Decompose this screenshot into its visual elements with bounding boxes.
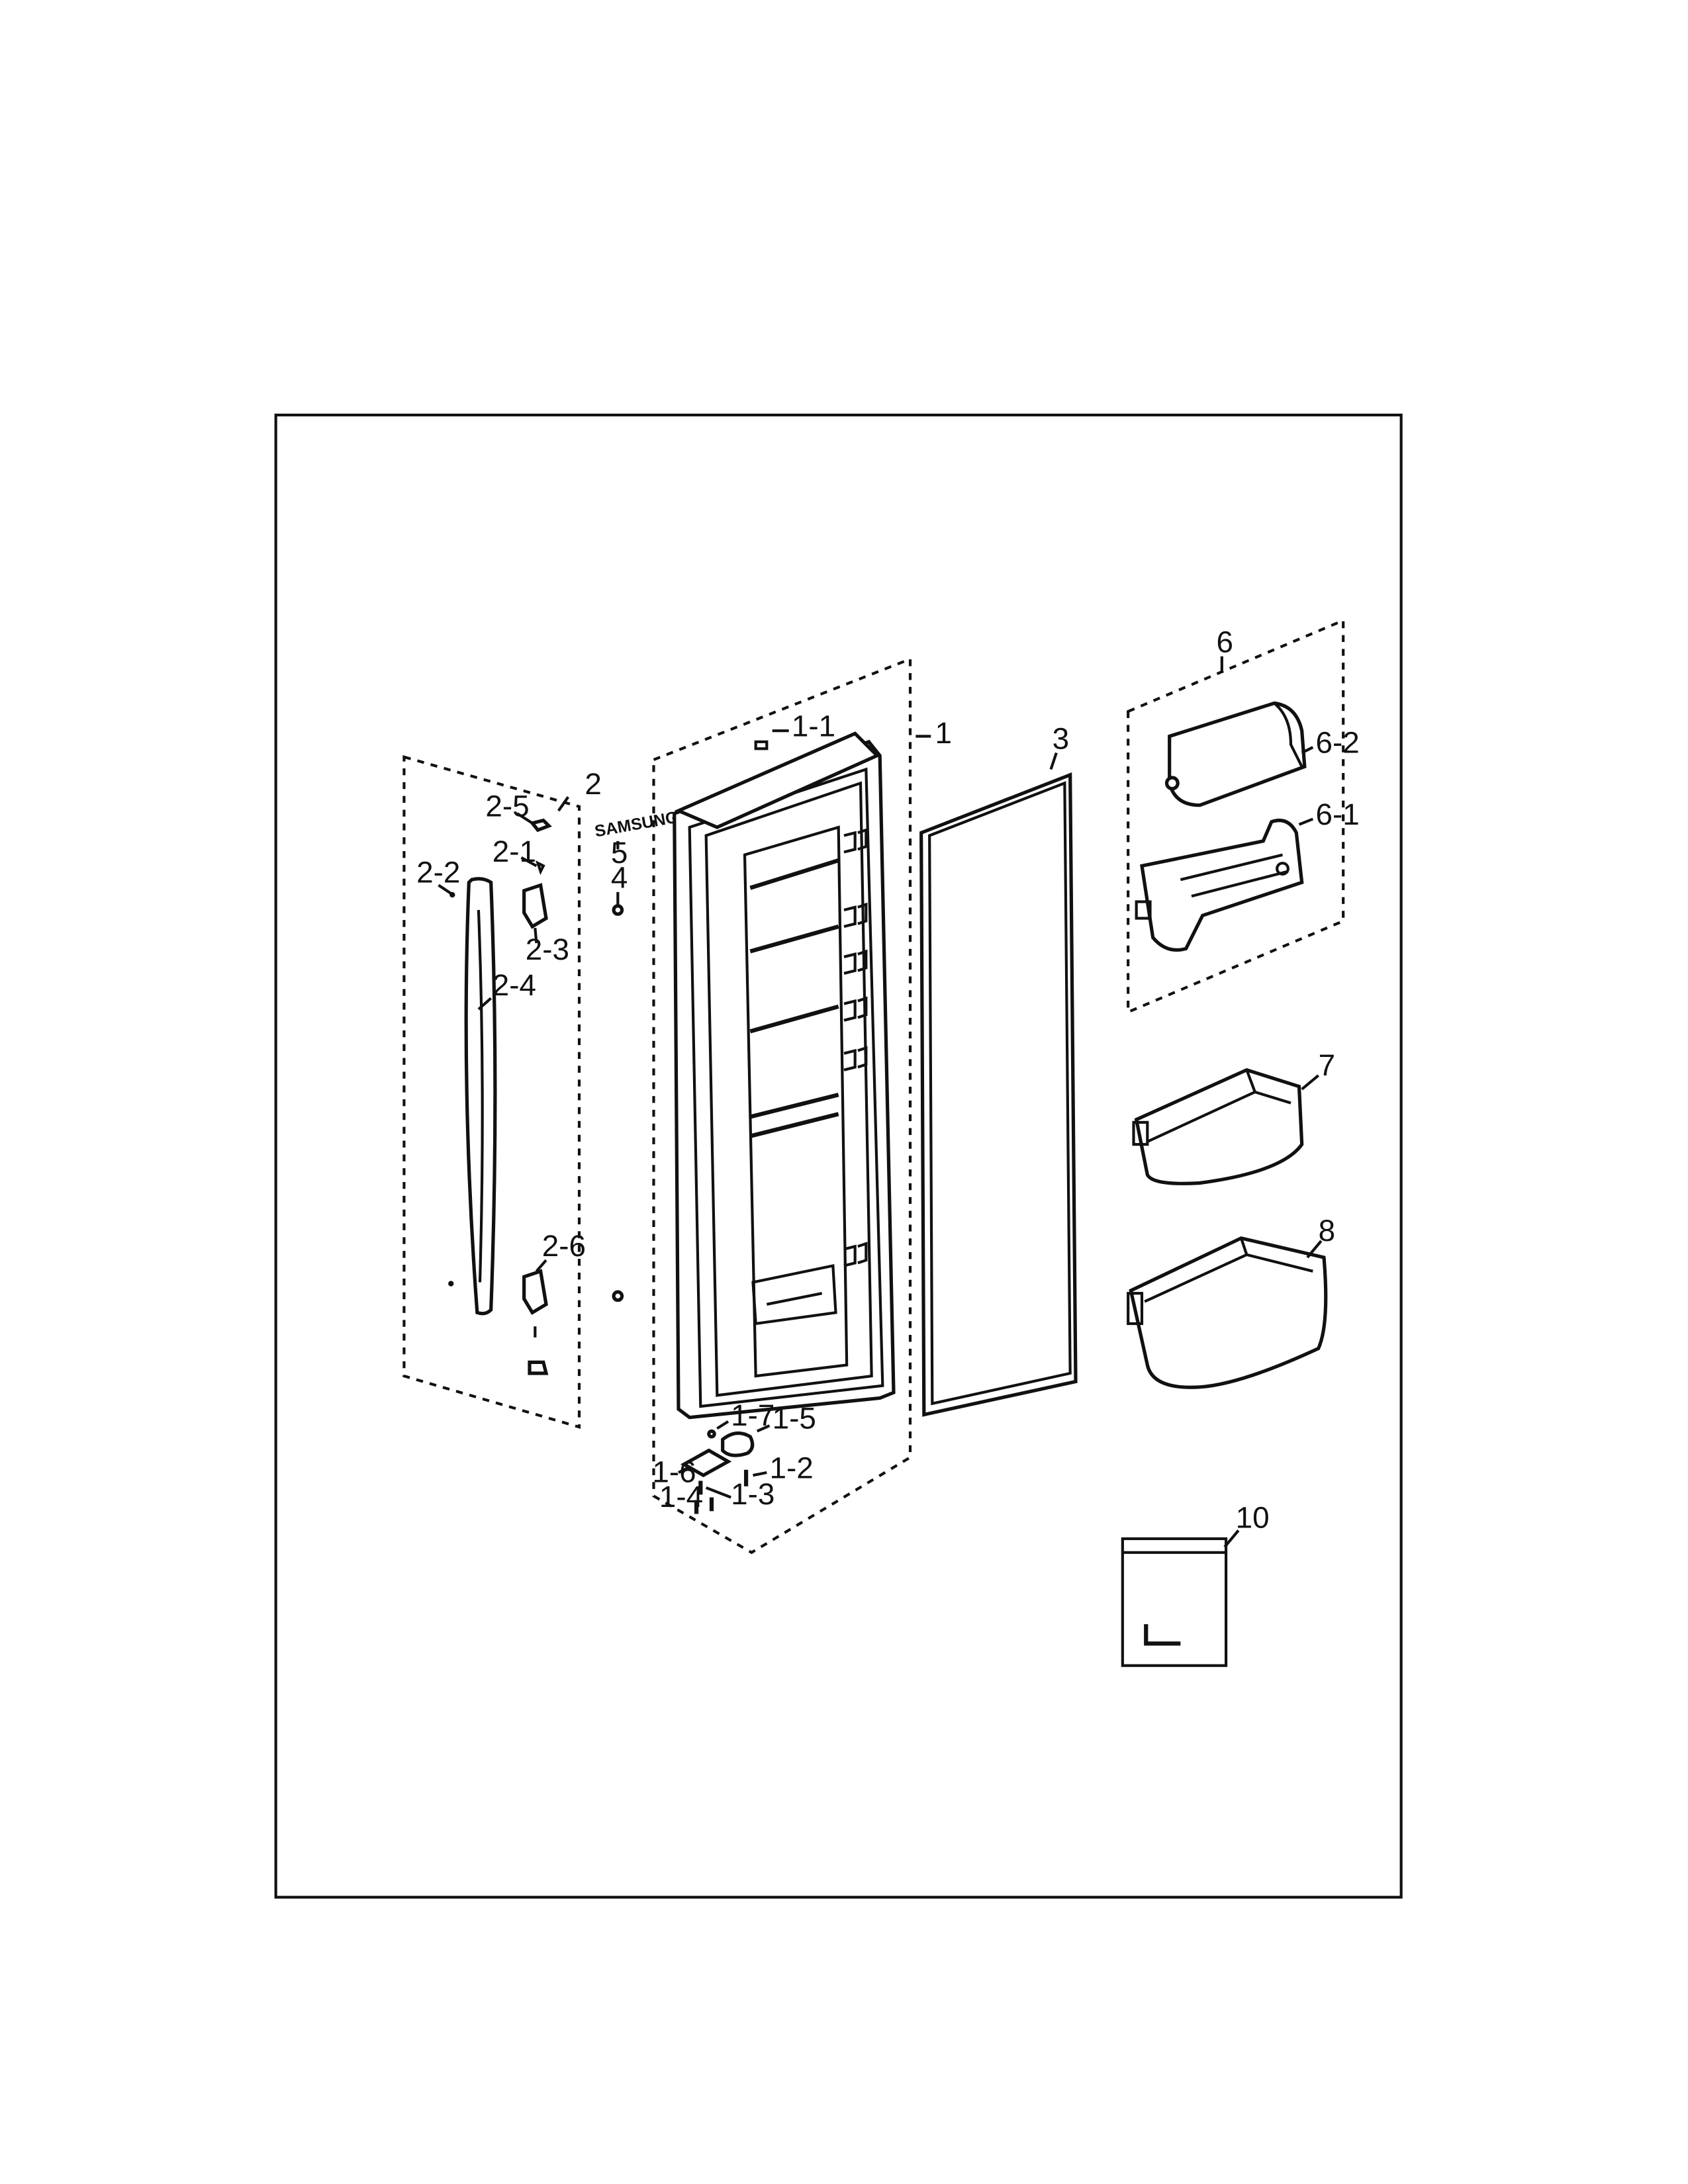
screw-lower-badge-part xyxy=(612,1290,624,1302)
lower-clip-part xyxy=(528,1360,549,1375)
label-7: 7 xyxy=(1319,1048,1336,1082)
door-top-cap-part xyxy=(674,731,880,829)
dairy-cover-part xyxy=(1168,701,1307,807)
door-gasket-group: 3 xyxy=(919,721,1078,1417)
label-1-6: 1-6 xyxy=(652,1455,696,1489)
label-1-1: 1-1 xyxy=(792,709,835,743)
label-2-3: 2-3 xyxy=(526,933,569,966)
manual-bag-corner-mark xyxy=(1144,1624,1181,1646)
label-5: 5 xyxy=(611,836,628,870)
dairy-group-dashed-outline xyxy=(1127,618,1345,1015)
diagram-frame xyxy=(274,414,1403,1899)
handle-assembly-group: 2 2-5 2-1 2-2 2-3 2-4 2-6 xyxy=(402,754,602,1430)
label-2-5: 2-5 xyxy=(485,789,529,823)
door-bottom-bin-part xyxy=(751,1263,837,1326)
label-2: 2 xyxy=(585,767,602,801)
label-1-4: 1-4 xyxy=(659,1480,703,1514)
hinge-plate-1-6-part xyxy=(680,1448,732,1478)
shelf-rail-2 xyxy=(749,924,839,954)
door-guard-8-clip xyxy=(1127,1292,1144,1326)
dairy-holder-part xyxy=(1140,818,1304,952)
label-1: 1 xyxy=(935,716,953,750)
label-8: 8 xyxy=(1319,1214,1336,1248)
shelf-rail-5 xyxy=(749,1112,839,1138)
door-gasket-part xyxy=(919,772,1078,1417)
label-2-2: 2-2 xyxy=(416,855,460,889)
door-group-dashed-outline xyxy=(652,657,912,1555)
label-1-3: 1-3 xyxy=(731,1477,774,1511)
door-guard-7-part xyxy=(1134,1068,1304,1185)
door-assembly-group: 1-1 1 1-7 1-5 1-2 1-6 1-3 1-4 xyxy=(652,657,953,1555)
clip-2-5-part xyxy=(529,818,552,833)
door-liner-part xyxy=(743,825,849,1378)
label-6: 6 xyxy=(1217,625,1234,659)
label-1-2: 1-2 xyxy=(770,1451,814,1484)
handle-bar-part xyxy=(464,877,497,1316)
screw-lower-left-part xyxy=(448,1281,454,1287)
shelf-rail-3 xyxy=(749,1004,839,1034)
door-guard-8-part xyxy=(1129,1236,1328,1389)
dairy-cover-knob xyxy=(1164,776,1180,791)
dairy-holder-clip xyxy=(1135,900,1152,920)
label-1-5: 1-5 xyxy=(773,1401,816,1435)
label-6-2: 6-2 xyxy=(1316,726,1360,760)
label-10: 10 xyxy=(1236,1500,1270,1534)
door-guard-7-group: 7 xyxy=(1132,1048,1336,1185)
hinge-pin-1-7-part xyxy=(707,1429,716,1439)
dairy-compartment-group: 6 6-2 6-1 xyxy=(1127,618,1360,1015)
label-2-6: 2-6 xyxy=(542,1229,586,1263)
shelf-rail-1 xyxy=(749,858,839,890)
label-2-4: 2-4 xyxy=(492,968,536,1002)
label-4: 4 xyxy=(611,861,628,895)
label-3: 3 xyxy=(1053,721,1070,755)
label-2-1: 2-1 xyxy=(492,835,536,868)
handle-upper-cap-part xyxy=(522,883,548,929)
screw-2-1-part xyxy=(535,860,545,876)
brand-badge: SAMSUNG xyxy=(593,808,680,841)
handle-lower-cap-part xyxy=(522,1269,548,1315)
label-6-1: 6-1 xyxy=(1316,797,1360,831)
shelf-rail-4 xyxy=(749,1093,839,1119)
badge-and-screw: SAMSUNG 5 4 xyxy=(593,808,680,1302)
door-top-slot xyxy=(754,740,769,751)
screw-4-part xyxy=(612,904,624,916)
manual-bag-group: 10 xyxy=(1121,1500,1270,1667)
label-1-7: 1-7 xyxy=(731,1398,774,1432)
hinge-cap-1-5-part xyxy=(721,1431,755,1457)
manual-bag-part xyxy=(1121,1537,1228,1667)
door-guard-8-group: 8 xyxy=(1127,1214,1336,1389)
handle-group-dashed-outline xyxy=(402,754,581,1430)
door-guard-7-clip xyxy=(1132,1120,1149,1146)
